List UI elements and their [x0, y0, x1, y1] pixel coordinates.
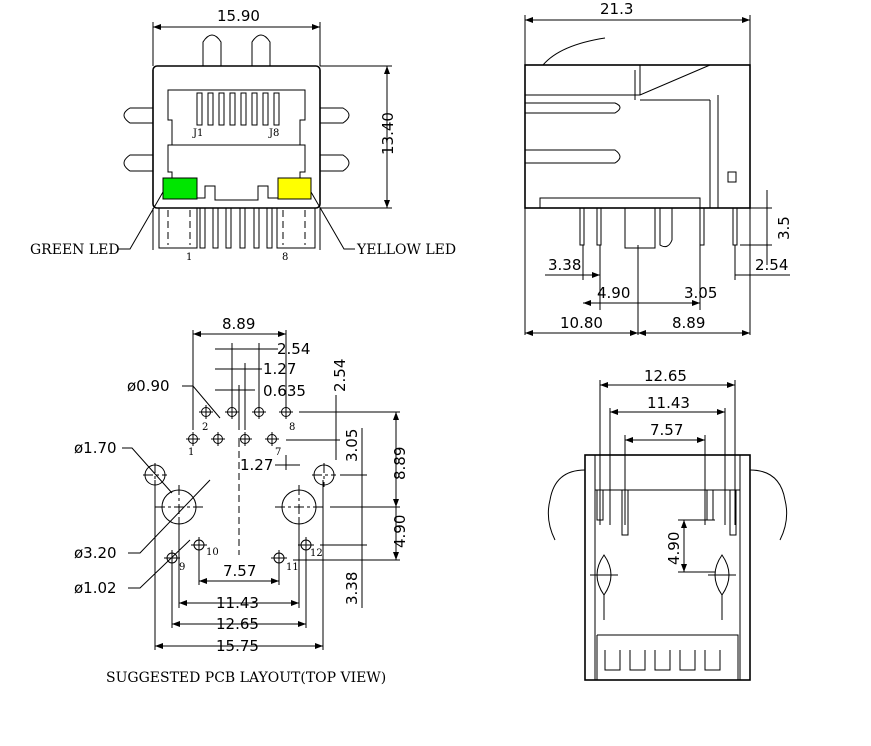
contact-j1-label: J1 [192, 128, 203, 139]
pcb-dim-1-27-top: 1.27 [263, 360, 296, 378]
side-dim-2-54: 2.54 [755, 256, 788, 274]
pcb-dim-4-90-vert: 4.90 [391, 515, 409, 548]
pcb-dim-3-38-vert: 3.38 [343, 572, 361, 605]
bottom-dim-11-43: 11.43 [647, 394, 690, 412]
pcb-dim-2-54-vert: 2.54 [331, 359, 349, 392]
pin-11-label: 11 [286, 562, 299, 573]
pcb-signal-holes [186, 405, 293, 446]
yellow-led-label: YELLOW LED [356, 242, 456, 258]
side-housing [524, 37, 751, 209]
pcb-led-holes [164, 537, 314, 566]
pcb-dim-2-54-top: 2.54 [277, 340, 310, 358]
front-jack-opening [167, 89, 306, 201]
yellow-led [277, 177, 312, 200]
pin-1-label: 1 [186, 252, 192, 263]
pin-2-label: 2 [202, 422, 208, 433]
front-dimension-lines [152, 22, 392, 209]
pin-12-label: 12 [310, 548, 323, 559]
pcb-dim-3-05-vert: 3.05 [343, 429, 361, 462]
contact-j8-label: J8 [268, 128, 279, 139]
front-width-dim: 15.90 [217, 7, 260, 25]
pin-8-label: 8 [289, 422, 295, 433]
pcb-dim-1-27-mid: 1.27 [240, 456, 273, 474]
front-housing [152, 65, 321, 209]
green-led-leader [118, 191, 164, 250]
green-led [162, 177, 198, 200]
pin-7-label: 7 [275, 447, 281, 458]
pcb-layout-view: 1 2 7 8 9 10 11 12 8.89 2.54 1.27 0.635 … [74, 315, 409, 686]
pcb-mounting-holes [143, 463, 336, 530]
pin-9-label: 9 [179, 562, 185, 573]
bottom-pins [590, 489, 737, 620]
pcb-dim-15-75: 15.75 [216, 637, 259, 655]
front-pegs [123, 34, 350, 172]
pin-1-label: 1 [188, 447, 194, 458]
front-pins [152, 207, 321, 250]
bottom-dim-4-90: 4.90 [665, 532, 683, 565]
pcb-dim-8-89-vert: 8.89 [391, 447, 409, 480]
side-length-dim: 21.3 [600, 0, 633, 18]
bottom-housing [547, 454, 788, 681]
pcb-dim-0-635: 0.635 [263, 382, 306, 400]
side-dim-3-05: 3.05 [684, 284, 717, 302]
front-height-dim: 13.40 [379, 112, 397, 155]
pin-8-label: 8 [282, 252, 288, 263]
bottom-dimension-lines [599, 380, 736, 573]
pcb-dimension-lines [122, 330, 400, 650]
hole-1-02-label: ø1.02 [74, 579, 117, 597]
hole-0-90-label: ø0.90 [127, 377, 170, 395]
side-dim-3-38: 3.38 [548, 256, 581, 274]
bottom-dim-7-57: 7.57 [650, 421, 683, 439]
bottom-view: 12.65 11.43 7.57 4.90 [547, 367, 788, 681]
pcb-dim-12-65: 12.65 [216, 615, 259, 633]
side-pins [579, 207, 738, 249]
green-led-label: GREEN LED [30, 242, 120, 258]
pcb-dim-7-57: 7.57 [223, 562, 256, 580]
side-dim-10-80: 10.80 [560, 314, 603, 332]
hole-1-70-label: ø1.70 [74, 439, 117, 457]
side-dim-8-89: 8.89 [672, 314, 705, 332]
pcb-dim-8-89-top: 8.89 [222, 315, 255, 333]
pcb-layout-caption: SUGGESTED PCB LAYOUT(TOP VIEW) [106, 670, 386, 686]
bottom-dim-12-65: 12.65 [644, 367, 687, 385]
pcb-dim-11-43: 11.43 [216, 594, 259, 612]
side-pin-height-dim: 3.5 [775, 216, 793, 240]
side-dim-4-90: 4.90 [597, 284, 630, 302]
side-view: 21.3 3.5 3.38 2.54 4.90 3.05 10.80 8.89 [524, 0, 793, 336]
front-view: 15.90 13.40 J1 J8 1 8 GREEN LED YELLOW [30, 7, 456, 263]
yellow-led-leader [310, 191, 355, 250]
pin-10-label: 10 [206, 547, 219, 558]
hole-3-20-label: ø3.20 [74, 544, 117, 562]
